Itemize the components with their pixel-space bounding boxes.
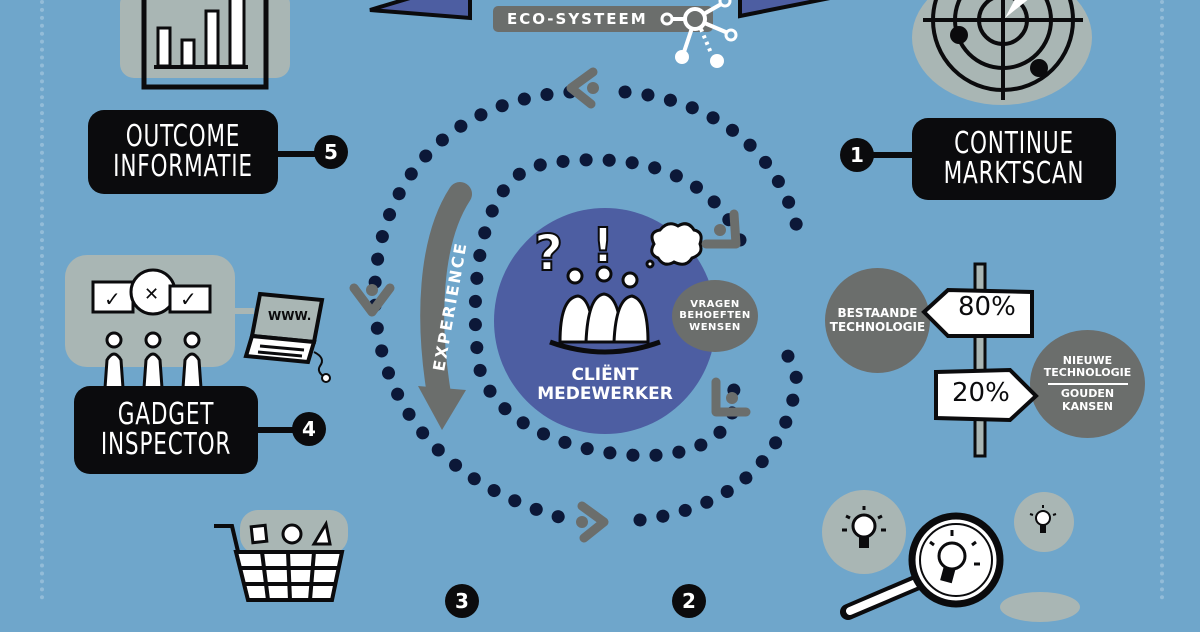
lightbulb-icon: [842, 506, 886, 548]
new-tech-line3: GOUDEN: [1060, 387, 1115, 400]
step-1-number-badge: 1: [840, 138, 874, 172]
new-tech-divider: [1047, 383, 1128, 385]
step-5-connector: [276, 151, 316, 157]
step-1-label: CONTINUE MARKTSCAN: [912, 118, 1116, 200]
existing-technology-bubble: BESTAANDE TECHNOLOGIE: [825, 268, 930, 373]
radar-icon: [923, 0, 1083, 100]
client-label: CLIËNT: [571, 365, 639, 385]
step-4-line2: INSPECTOR: [100, 427, 232, 462]
thought-cloud-icon: [650, 222, 703, 266]
reviewers-icon: ✓ ✕ ✓: [91, 268, 212, 390]
top-left-arrow-shape: [369, 0, 472, 21]
step-1-number: 1: [850, 143, 864, 167]
laptop-screen-text: WWW.: [268, 309, 311, 323]
experience-arrow: EXPERIENCE: [418, 182, 472, 430]
step-4-label: GADGET INSPECTOR: [74, 386, 258, 474]
step-5-number: 5: [324, 140, 338, 164]
employee-label: MEDEWERKER: [537, 383, 673, 404]
exclamation-mark: !: [592, 218, 614, 274]
chevron-down-right-icon: [701, 209, 741, 249]
lightbulb-backdrop-3: [1000, 592, 1080, 622]
step-1-connector: [872, 152, 914, 158]
ecosystem-label: ECO-SYSTEEM: [507, 10, 648, 28]
laptop-icon: WWW.: [243, 291, 331, 383]
new-technology-bubble: NIEUWE TECHNOLOGIE GOUDEN KANSEN: [1030, 330, 1145, 438]
new-tech-line1: NIEUWE: [1062, 353, 1113, 367]
bar-chart-icon: [141, 0, 269, 90]
needs-label: BEHOEFTEN: [679, 310, 751, 322]
signpost-icon: [921, 262, 1039, 458]
step-4-line1: GADGET: [117, 397, 215, 432]
client-employee-title: CLIËNT MEDEWERKER: [520, 366, 690, 403]
step-4-number-badge: 4: [292, 412, 326, 446]
top-right-arrow-shape: [738, 0, 831, 19]
step-2-number-badge: 2: [672, 584, 706, 618]
step-3-number: 3: [455, 589, 469, 613]
chevron-right-icon: [576, 501, 609, 543]
new-tech-line2: TECHNOLOGIE: [1043, 366, 1132, 380]
questions-label: VRAGEN: [690, 298, 740, 310]
step-4-number: 4: [302, 417, 316, 441]
backdrop-to-laptop-link: [232, 308, 254, 314]
existing-tech-line1: BESTAANDE: [837, 305, 918, 320]
sign-20-percent: 20%: [952, 378, 1010, 408]
questions-needs-wishes-bubble: VRAGEN BEHOEFTEN WENSEN: [672, 280, 758, 352]
chevron-down-icon: [349, 283, 395, 317]
magnifier-lightbulb-icon: [840, 512, 1004, 620]
right-frame-border: [1160, 0, 1168, 600]
new-tech-line4: KANSEN: [1062, 399, 1113, 413]
question-mark: ?: [534, 224, 563, 282]
lightbulb-small-icon: [1029, 505, 1057, 533]
sign-80-percent: 80%: [958, 292, 1016, 322]
client-group-icon: ? !: [533, 217, 703, 355]
network-node-icon: [660, 0, 738, 68]
chevron-left-icon: [566, 67, 599, 109]
step-5-line1: OUTCOME: [125, 119, 241, 154]
check-mark-2: ✓: [180, 287, 197, 311]
shopping-cart-icon: [214, 519, 345, 602]
step-5-number-badge: 5: [314, 135, 348, 169]
step-5-line2: INFORMATIE: [113, 149, 253, 184]
check-mark-1: ✓: [104, 287, 121, 311]
step-1-line2: MARKTSCAN: [943, 156, 1085, 191]
step-1-line1: CONTINUE: [954, 126, 1074, 161]
existing-tech-line2: TECHNOLOGIE: [829, 319, 926, 334]
cross-mark: ✕: [144, 284, 159, 305]
chevron-up-left-icon: [711, 377, 751, 417]
wishes-label: WENSEN: [689, 321, 741, 333]
step-4-connector: [256, 427, 296, 433]
left-frame-border: [40, 0, 48, 600]
step-2-number: 2: [682, 589, 696, 613]
step-5-label: OUTCOME INFORMATIE: [88, 110, 278, 194]
step-3-number-badge: 3: [445, 584, 479, 618]
